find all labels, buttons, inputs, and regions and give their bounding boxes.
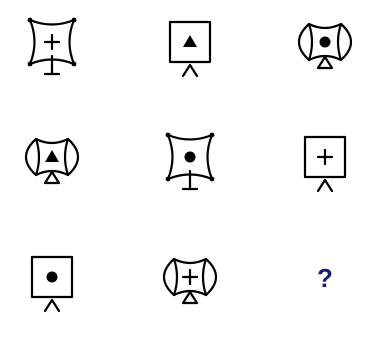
tripod-stand: [183, 65, 197, 76]
corner-dot: [210, 177, 215, 182]
question-mark: ?: [317, 263, 333, 293]
right-arc: [206, 259, 216, 295]
puzzle-cell: [26, 139, 78, 183]
puzzle-cell: [170, 22, 210, 76]
puzzle-cell: ?: [317, 263, 333, 293]
triangle-stand: [318, 57, 332, 68]
triangle-symbol: [45, 150, 59, 162]
puzzle-cell: [305, 137, 345, 191]
puzzle-cell: [32, 257, 72, 311]
puzzle-cell: [28, 18, 77, 74]
triangle-stand: [183, 292, 197, 303]
left-arc: [26, 139, 36, 175]
corner-dot: [72, 18, 77, 23]
corner-dot: [72, 62, 77, 67]
puzzle-cell: [299, 24, 351, 68]
corner-dot: [166, 177, 171, 182]
plus-symbol: [318, 150, 332, 164]
left-arc: [299, 24, 309, 60]
left-arc: [164, 259, 174, 295]
dot-symbol: [185, 152, 196, 163]
corner-dot: [28, 18, 33, 23]
right-arc: [341, 24, 351, 60]
tripod-stand: [318, 180, 332, 191]
puzzle-cell: [164, 259, 216, 303]
triangle-stand: [45, 172, 59, 183]
dot-symbol: [47, 272, 58, 283]
plus-symbol: [45, 35, 59, 49]
dot-symbol: [320, 37, 331, 48]
right-arc: [68, 139, 78, 175]
corner-dot: [210, 133, 215, 138]
plus-symbol: [183, 270, 197, 284]
puzzle-cell: [166, 133, 215, 189]
corner-dot: [166, 133, 171, 138]
tripod-stand: [45, 300, 59, 311]
triangle-symbol: [183, 35, 197, 47]
corner-dot: [28, 62, 33, 67]
